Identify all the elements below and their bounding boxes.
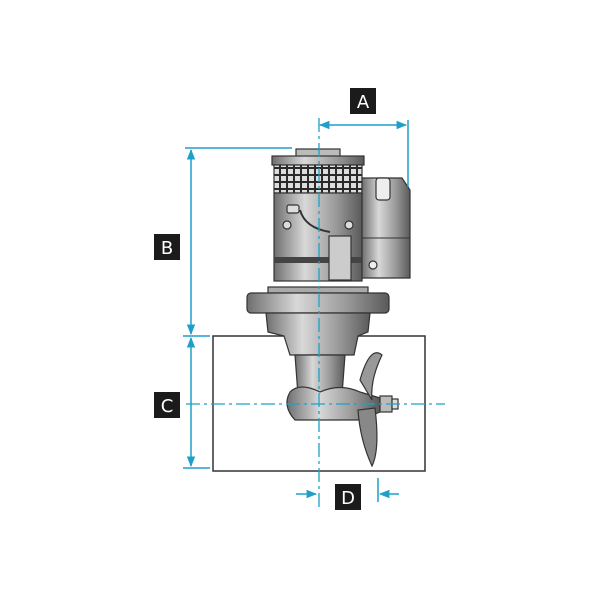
svg-text:A: A: [357, 92, 370, 113]
gear-leg: [286, 354, 381, 421]
label-c: C: [154, 392, 180, 418]
propeller: [357, 352, 399, 468]
label-b: B: [154, 234, 180, 260]
label-d: D: [335, 484, 361, 510]
svg-text:C: C: [161, 396, 174, 417]
mounting-flange: [246, 286, 390, 356]
control-box: [361, 177, 411, 279]
svg-text:B: B: [161, 238, 173, 259]
svg-text:D: D: [341, 488, 355, 509]
label-a: A: [350, 88, 376, 114]
thruster-motor: [271, 148, 365, 282]
